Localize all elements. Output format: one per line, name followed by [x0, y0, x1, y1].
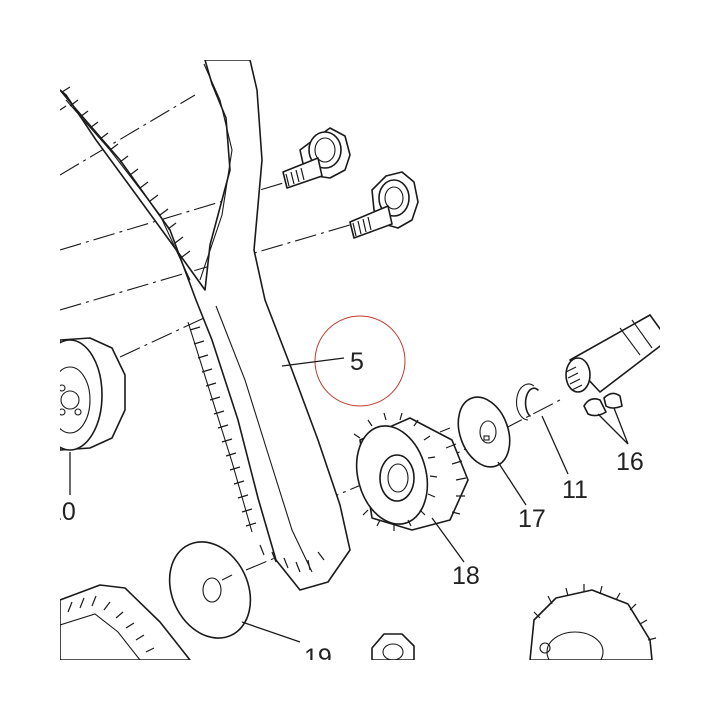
label-idler-pulley: 10 — [48, 498, 76, 526]
label-circlip: 11 — [562, 476, 588, 504]
label-keys: 16 — [616, 448, 644, 476]
lower-gear-fragment — [529, 584, 657, 660]
idler-pulley — [60, 337, 126, 451]
crankshaft-nose — [565, 314, 660, 393]
part-labels: 5 10 11 16 17 18 19 — [48, 348, 644, 672]
belt-teeth-left — [65, 99, 191, 281]
label-spacer-disc: 19 — [304, 644, 332, 672]
timing-belt — [60, 60, 351, 591]
lower-belt-fragment — [60, 584, 191, 660]
circlip — [515, 383, 539, 421]
woodruff-keys — [583, 392, 623, 417]
flange-bolt-upper — [282, 127, 351, 189]
label-belt: 5 — [350, 348, 364, 376]
leader-lines — [69, 357, 629, 643]
highlight-circle — [314, 315, 406, 407]
lower-bolt-fragment — [371, 633, 415, 660]
flange-bolt-lower — [349, 171, 419, 239]
spacer-disc — [168, 541, 252, 639]
label-washer: 17 — [518, 505, 546, 533]
crank-sprocket — [353, 412, 469, 531]
belt-teeth-lower — [259, 544, 325, 573]
thrust-washer — [457, 396, 511, 468]
label-sprocket: 18 — [452, 562, 480, 590]
belt-teeth-center — [187, 321, 257, 533]
